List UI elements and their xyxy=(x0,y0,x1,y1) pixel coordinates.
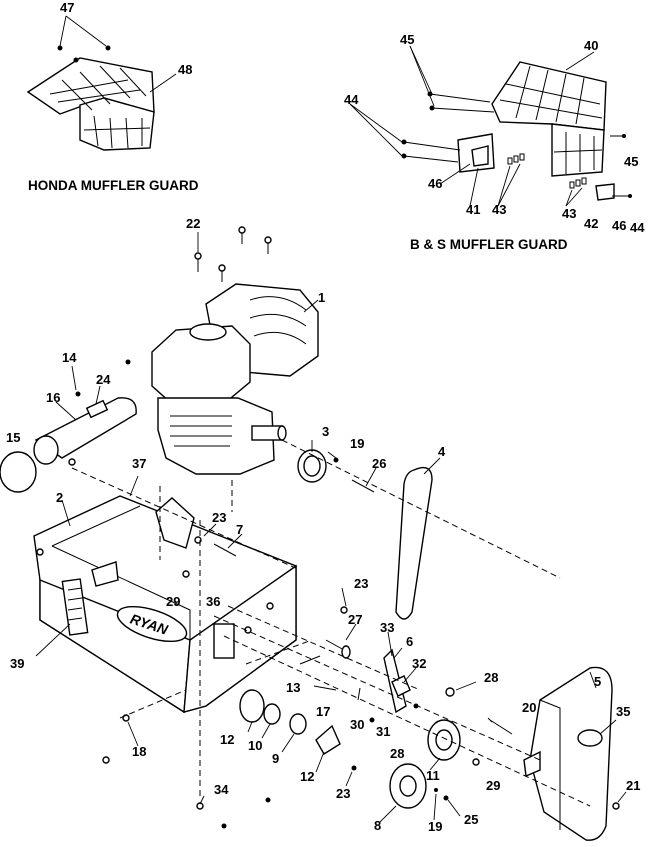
callout-23: 23 xyxy=(336,786,350,801)
callout-40: 40 xyxy=(584,38,598,53)
callout-43: 43 xyxy=(562,206,576,221)
callout-12: 12 xyxy=(220,732,234,747)
callout-13: 13 xyxy=(286,680,300,695)
callout-24: 24 xyxy=(96,372,111,387)
callout-19: 19 xyxy=(350,436,364,451)
callout-3: 3 xyxy=(322,424,329,439)
callout-23: 23 xyxy=(212,510,226,525)
callout-6: 6 xyxy=(406,634,413,649)
callout-29: 29 xyxy=(166,594,180,609)
callout-47: 47 xyxy=(60,0,74,15)
callout-16: 16 xyxy=(46,390,60,405)
callout-18: 18 xyxy=(132,744,146,759)
callout-42: 42 xyxy=(584,216,598,231)
callout-12: 12 xyxy=(300,769,314,784)
callout-46: 46 xyxy=(612,218,626,233)
belt-guard xyxy=(523,666,627,841)
muffler xyxy=(0,359,137,493)
callout-25: 25 xyxy=(464,812,478,827)
callout-46: 46 xyxy=(428,176,442,191)
callout-28: 28 xyxy=(484,670,498,685)
honda-muffler-guard-title: HONDA MUFFLER GUARD xyxy=(28,178,199,193)
callout-19: 19 xyxy=(428,819,442,834)
callout-44: 44 xyxy=(344,92,359,107)
callout-8: 8 xyxy=(374,818,381,833)
callout-1: 1 xyxy=(318,290,325,305)
callout-32: 32 xyxy=(412,656,426,671)
callout-30: 30 xyxy=(350,717,364,732)
callout-35: 35 xyxy=(616,704,630,719)
callout-15: 15 xyxy=(6,430,20,445)
lower-pulleys xyxy=(102,689,461,829)
callout-4: 4 xyxy=(438,444,446,459)
callout-36: 36 xyxy=(206,594,220,609)
callout-27: 27 xyxy=(348,612,362,627)
callout-34: 34 xyxy=(214,782,229,797)
belt-guard-plate xyxy=(155,497,195,549)
callout-44: 44 xyxy=(630,220,645,235)
honda-muffler-guard xyxy=(26,15,177,151)
frame: RYAN xyxy=(33,495,297,714)
bs-muffler-guard-title: B & S MUFFLER GUARD xyxy=(410,237,568,252)
callout-26: 26 xyxy=(372,456,386,471)
callout-20: 20 xyxy=(522,700,536,715)
callout-7: 7 xyxy=(236,522,243,537)
callout-39: 39 xyxy=(10,656,24,671)
callout-45: 45 xyxy=(400,32,414,47)
callout-45: 45 xyxy=(624,154,638,169)
callout-21: 21 xyxy=(626,778,640,793)
callout-11: 11 xyxy=(426,768,440,783)
alignment-lines xyxy=(71,439,591,807)
hardware xyxy=(182,523,513,766)
callout-43: 43 xyxy=(492,202,506,217)
bs-muffler-guard xyxy=(349,45,632,207)
callout-14: 14 xyxy=(62,350,77,365)
callout-5: 5 xyxy=(594,674,601,689)
callout-41: 41 xyxy=(466,202,480,217)
drive-belt xyxy=(395,466,433,620)
callout-23: 23 xyxy=(354,576,368,591)
callout-31: 31 xyxy=(376,724,390,739)
callout-48: 48 xyxy=(178,62,192,77)
callout-37: 37 xyxy=(132,456,146,471)
callout-2: 2 xyxy=(56,490,63,505)
callout-22: 22 xyxy=(186,216,200,231)
callout-33: 33 xyxy=(380,620,394,635)
callout-28: 28 xyxy=(390,746,404,761)
callout-10: 10 xyxy=(248,738,262,753)
callout-9: 9 xyxy=(272,751,279,766)
callout-17: 17 xyxy=(316,704,330,719)
callout-29: 29 xyxy=(486,778,500,793)
engine xyxy=(151,226,319,475)
